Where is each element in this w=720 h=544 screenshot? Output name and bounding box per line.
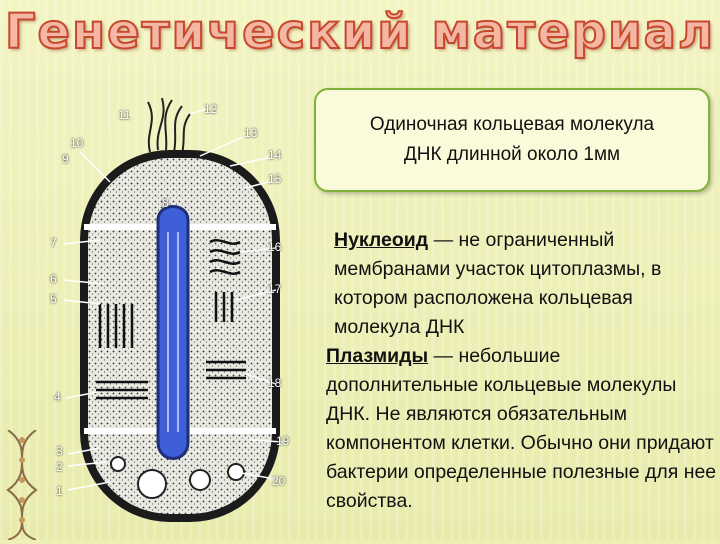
nucleoid-dna (158, 207, 188, 459)
flagella (148, 98, 190, 154)
dna-helix-decoration-icon (2, 430, 42, 540)
slide-title: Генетический материал (0, 4, 720, 60)
description-text: Нуклеоид — не ограниченный мембранами уч… (326, 226, 718, 516)
nucleoid-paragraph: Нуклеоид — не ограниченный мембранами уч… (326, 226, 718, 342)
nucleoid-term: Нуклеоид (334, 229, 428, 251)
dna-callout-box: Одиночная кольцевая молекула ДНК длинной… (314, 88, 710, 192)
cell-illustration (40, 92, 330, 540)
bacterial-cell-diagram: 1 2 3 4 5 6 7 8 9 10 11 12 13 14 15 16 1… (40, 92, 330, 540)
callout-text: Одиночная кольцевая молекула ДНК длинной… (370, 110, 654, 170)
plasmids-term: Плазмиды (326, 345, 428, 367)
plasmids-definition: — небольшие дополнительные кольцевые мол… (326, 345, 716, 512)
plasmids-paragraph: Плазмиды — небольшие дополнительные коль… (326, 342, 718, 516)
